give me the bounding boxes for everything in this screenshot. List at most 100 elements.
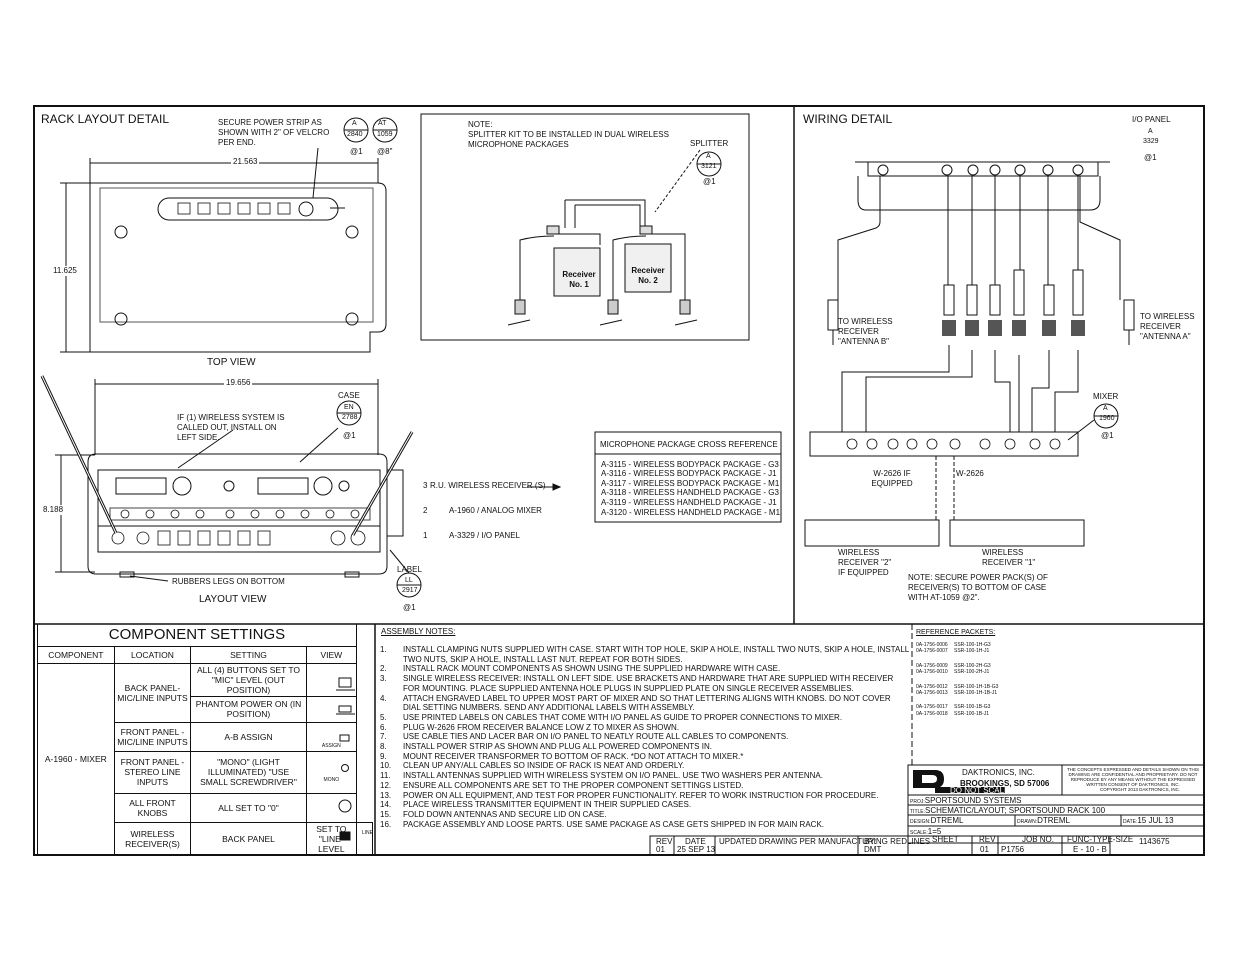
- setting-cell: A-B ASSIGN: [190, 721, 307, 752]
- top-view-plate: [89, 182, 387, 353]
- view-cell-mic-buttons: [305, 662, 357, 697]
- title-label: TITLE:: [910, 809, 926, 815]
- setting-cell: SET TO "LINE" LEVEL: [305, 821, 357, 856]
- design-label: DESIGN:: [910, 819, 931, 825]
- reference-packets-title: REFERENCE PACKETS:: [916, 629, 996, 636]
- rev-by-value: DMT: [864, 845, 882, 854]
- xref-row: A-3117 - WIRELESS BODYPACK PACKAGE - M1: [601, 479, 780, 488]
- mixer-callout-qty: @1: [1101, 431, 1114, 440]
- rev-date-value: 25 SEP 13: [677, 845, 716, 854]
- case-label: CASE: [338, 391, 360, 400]
- assembly-note: 12.ENSURE ALL COMPONENTS ARE SET TO THE …: [380, 780, 744, 790]
- rev-by-header: BY:: [864, 837, 877, 846]
- splitter-callout-bottom: 3121: [701, 163, 717, 170]
- copyright: COPYRIGHT 2013 DAKTRONICS, INC.: [1100, 787, 1181, 792]
- ru-row-3-num: 3: [423, 481, 428, 490]
- rev-description: UPDATED DRAWING PER MANUFACTURING REDLIN…: [719, 837, 931, 846]
- location-cell: ALL FRONT KNOBS: [113, 792, 192, 823]
- ru-row-2-num: 2: [423, 506, 428, 515]
- job-number: P1756: [1001, 845, 1025, 854]
- company-name: DAKTRONICS, INC.: [962, 768, 1035, 777]
- splitter-receiver-1: Receiver No. 1: [562, 270, 596, 289]
- callout-case-top: EN: [344, 404, 354, 411]
- dim-width-layout: 19.656: [224, 378, 253, 388]
- assembly-notes-title: ASSEMBLY NOTES:: [381, 627, 456, 636]
- job-label: JOB NO.: [1022, 835, 1055, 844]
- location-cell: BACK PANEL: [190, 821, 307, 856]
- rack-case-front: [87, 453, 404, 578]
- xref-row: A-3119 - WIRELESS HANDHELD PACKAGE - J1: [601, 498, 777, 507]
- callout-at1059-bottom: 1059: [377, 131, 393, 138]
- dim-width-top: 21.563: [231, 157, 260, 167]
- view-line-text: LINE: [361, 829, 373, 836]
- xref-row: A-3120 - WIRELESS HANDHELD PACKAGE - M1: [601, 508, 781, 517]
- rev-value: 01: [656, 845, 665, 854]
- splitter-note-box: [420, 113, 750, 341]
- label-label: LABEL: [397, 565, 422, 574]
- ru-row-3-text: R.U. WIRELESS RECEIVER (S): [430, 481, 546, 490]
- project-name: SPORTSOUND SYSTEMS: [924, 796, 1022, 805]
- view-cell-assign: ASSIGN: [305, 721, 357, 752]
- dim-height-layout: 8.188: [43, 505, 64, 515]
- location-cell: FRONT PANEL -STEREO LINE INPUTS: [113, 750, 192, 794]
- do-not-scale: DO NOT SCALE DRAWING: [950, 786, 1051, 795]
- location-cell: FRONT PANEL - MIC/LINE INPUTS: [113, 721, 192, 752]
- wiring-detail-title: WIRING DETAIL: [803, 112, 893, 126]
- tb-rev-label: REV: [979, 835, 996, 844]
- setting-cell: "MONO" (LIGHT ILLUMINATED) "USE SMALL SC…: [190, 750, 307, 794]
- splitter-diagram: [507, 149, 722, 326]
- w2626-right: W-2626: [956, 469, 984, 478]
- antenna-pair: [40, 375, 414, 536]
- drawing-border: [33, 105, 1205, 856]
- callout-a2840-bottom: 2840: [347, 131, 363, 138]
- assembly-note: 5.USE PRINTED LABELS ON CABLES THAT COME…: [380, 712, 843, 722]
- splitter-label: SPLITTER: [690, 139, 729, 148]
- ru-row-1-text: A-3329 / I/O PANEL: [449, 531, 520, 540]
- sheet-label: SHEET: [932, 835, 959, 844]
- receiver-1-back: [949, 519, 1085, 547]
- cross-reference-box: [594, 431, 782, 523]
- callout-a2840-qty: @1: [350, 147, 363, 156]
- assembly-note: 1.INSTALL CLAMPING NUTS SUPPLIED WITH CA…: [380, 645, 909, 664]
- view-cell-mono: MONO: [305, 750, 357, 794]
- view-cell-phantom: [305, 695, 357, 723]
- col-view: VIEW: [305, 645, 357, 664]
- assembly-note: 15.FOLD DOWN ANTENNAS AND SECURE LID ON …: [380, 809, 607, 819]
- mixer-label: MIXER: [1093, 392, 1119, 401]
- io-panel-label: I/O PANEL: [1132, 115, 1171, 124]
- receiver-2-back: [804, 519, 940, 547]
- assembly-note: 9.MOUNT RECEIVER TRANSFORMER TO BOTTOM O…: [380, 751, 744, 761]
- drawn-by: DTREML: [1037, 816, 1070, 825]
- confidential-notice: THE CONCEPTS EXPRESSED AND DETAILS SHOWN…: [1066, 767, 1200, 787]
- io-callout-qty: @1: [1144, 153, 1157, 162]
- view-mono-text: MONO: [323, 777, 340, 783]
- setting-cell: PHANTOM POWER ON (IN POSITION): [190, 695, 307, 723]
- proj-label: PROJ:: [910, 799, 925, 805]
- assembly-note: 16.PACKAGE ASSEMBLY AND LOOSE PARTS. USE…: [380, 819, 825, 829]
- splitter-note-text: SPLITTER KIT TO BE INSTALLED IN DUAL WIR…: [468, 130, 669, 149]
- callout-case-qty: @1: [343, 431, 356, 440]
- assembly-note: 13.POWER ON ALL EQUIPMENT, AND TEST FOR …: [380, 790, 879, 800]
- ru-row-2-text: A-1960 / ANALOG MIXER: [449, 506, 542, 515]
- xref-title: MICROPHONE PACKAGE CROSS REFERENCE: [600, 440, 778, 449]
- layout-view-label: LAYOUT VIEW: [199, 594, 267, 605]
- top-view-label: TOP VIEW: [207, 357, 256, 368]
- wireless-receiver-2-label: WIRELESS RECEIVER "2" IF EQUIPPED: [838, 548, 892, 577]
- assembly-note: 8.INSTALL POWER STRIP AS SHOWN AND PLUG …: [380, 742, 712, 752]
- tb-rev-value: 01: [980, 845, 989, 854]
- drawing-number: 1143675: [1139, 837, 1170, 846]
- xref-row: A-3118 - WIRELESS HANDHELD PACKAGE - G3: [601, 488, 779, 497]
- assembly-notes-list: 1.INSTALL CLAMPING NUTS SUPPLIED WITH CA…: [380, 645, 910, 829]
- col-location: LOCATION: [113, 645, 192, 664]
- assembly-note: 10.CLEAN UP ANY/ALL CABLES SO INSIDE OF …: [380, 761, 685, 771]
- assembly-note: 2.INSTALL RACK MOUNT COMPONENTS AS SHOWN…: [380, 664, 781, 674]
- antenna-b-label: TO WIRELESS RECEIVER "ANTENNA B": [838, 317, 893, 346]
- io-callout-bottom: 3329: [1143, 138, 1159, 145]
- location-cell: BACK PANEL- MIC/LINE INPUTS: [113, 662, 192, 723]
